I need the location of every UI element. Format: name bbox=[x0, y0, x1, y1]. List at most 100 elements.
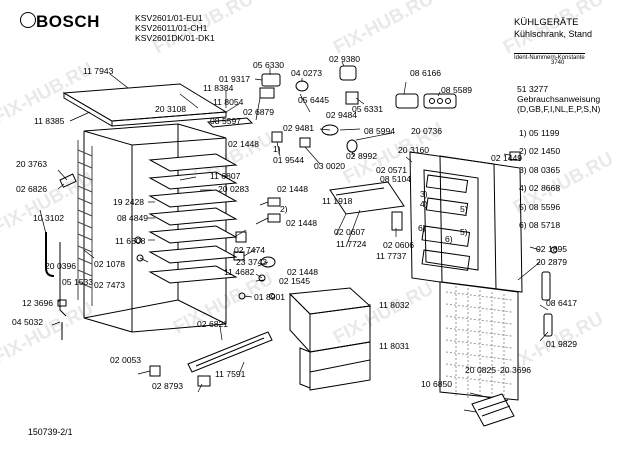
part-label: 02 9380 bbox=[329, 54, 361, 64]
part-label: 02 1448 bbox=[228, 139, 260, 149]
footer-code: 150739-2/1 bbox=[28, 427, 73, 437]
part-label: 11 7737 bbox=[376, 251, 407, 261]
callout-marker: 5) bbox=[460, 204, 468, 214]
legend-item: 2) 02 1450 bbox=[519, 146, 561, 157]
part-label: 11 1918 bbox=[322, 196, 353, 206]
part-label: 01 9544 bbox=[273, 155, 305, 165]
ice-cube-tray bbox=[471, 393, 515, 427]
manual-title: Gebrauchsanweisung bbox=[517, 93, 601, 104]
part-label: 08 6166 bbox=[410, 68, 442, 78]
part-label: 23 3743 bbox=[236, 257, 268, 267]
drain-hose bbox=[45, 232, 55, 277]
model-2: KSV26011/01-CH1 bbox=[135, 22, 208, 33]
part-label: 08 6417 bbox=[546, 298, 578, 308]
part-label: 11 8031 bbox=[379, 341, 410, 351]
part-label: 20 3696 bbox=[500, 365, 532, 375]
part-label: 02 7474 bbox=[234, 245, 266, 255]
callout-marker: 5) bbox=[460, 227, 468, 237]
part-label: 10 3102 bbox=[33, 213, 65, 223]
part-label: 02 0053 bbox=[110, 355, 142, 365]
part-label: 02 1448 bbox=[287, 267, 319, 277]
category-title: KÜHLGERÄTE bbox=[514, 17, 579, 28]
callout-marker: 4) bbox=[420, 199, 428, 209]
part-label: 11 8384 bbox=[203, 83, 234, 93]
manual-languages: (D,GB,F,I,NL,E,P,S,N) bbox=[517, 103, 601, 114]
part-label: 12 3696 bbox=[22, 298, 54, 308]
part-label: 11 8032 bbox=[379, 300, 410, 310]
kickplate bbox=[149, 331, 273, 387]
part-label: 02 6879 bbox=[243, 107, 275, 117]
legend-item: 5) 08 5596 bbox=[519, 201, 561, 212]
part-label: 01 9317 bbox=[219, 74, 251, 84]
part-label: 20 0283 bbox=[218, 184, 250, 194]
part-label: 08 5589 bbox=[441, 85, 473, 95]
part-label: 02 8793 bbox=[152, 381, 184, 391]
part-label: 10 6850 bbox=[421, 379, 453, 389]
part-label: 02 6826 bbox=[16, 184, 48, 194]
part-label: 20 2879 bbox=[536, 257, 568, 267]
part-label: 20 0825 bbox=[465, 365, 497, 375]
part-label: 20 3160 bbox=[398, 145, 430, 155]
part-label: 11 7943 bbox=[83, 66, 114, 76]
legend-item: 6) 08 5718 bbox=[519, 220, 561, 231]
part-label: 11 4682 bbox=[224, 267, 255, 277]
part-label: 02 7473 bbox=[94, 280, 126, 290]
part-label: 01 8901 bbox=[254, 292, 286, 302]
ident-label: Ident-Nummern-Konstante bbox=[514, 53, 585, 61]
part-label: 08 5597 bbox=[210, 116, 242, 126]
category-subtitle: Kühlschrank, Stand bbox=[514, 28, 593, 39]
part-label: 05 1533 bbox=[62, 277, 94, 287]
part-label: 04 5032 bbox=[12, 317, 44, 327]
callout-marker: 2) bbox=[280, 204, 288, 214]
part-label: 19 2428 bbox=[113, 197, 145, 207]
part-label: 02 9481 bbox=[283, 123, 315, 133]
brand-mark-icon bbox=[20, 12, 36, 28]
freezer-drawers bbox=[288, 287, 372, 391]
part-label: 20 0396 bbox=[45, 261, 77, 271]
thermostat-knob bbox=[261, 73, 281, 87]
freezer-door bbox=[439, 281, 519, 401]
category-block: KÜHLGERÄTE Kühlschrank, Stand bbox=[514, 17, 593, 39]
legend-item: 3) 08 0365 bbox=[519, 164, 561, 175]
model-list: KSV2601/01-EU1 KSV26011/01-CH1 KSV2601DK… bbox=[135, 13, 215, 44]
part-label: 11 7591 bbox=[215, 369, 246, 379]
glass-shelves bbox=[148, 153, 238, 284]
part-label: 02 1895 bbox=[536, 244, 568, 254]
legend-item: 4) 02 8668 bbox=[519, 183, 561, 194]
callout-marker: 6) bbox=[445, 234, 453, 244]
manual-block: 51 3277 Gebrauchsanweisung (D,GB,F,I,NL,… bbox=[517, 84, 601, 115]
top-cover-plate bbox=[62, 83, 228, 122]
brand-logo: BOSCH bbox=[36, 12, 100, 31]
glass-plate bbox=[329, 181, 405, 215]
ident-value: 3740 bbox=[551, 60, 565, 66]
part-label: 08 5994 bbox=[364, 126, 396, 136]
part-label: 05 6331 bbox=[352, 104, 384, 114]
part-label: 11 6808 bbox=[115, 236, 146, 246]
part-label: 02 9484 bbox=[326, 110, 358, 120]
part-label: 05 6445 bbox=[298, 95, 330, 105]
part-label: 11 8385 bbox=[34, 116, 65, 126]
part-label: 02 6821 bbox=[197, 319, 229, 329]
part-label: 02 0607 bbox=[334, 227, 366, 237]
part-label: 02 1448 bbox=[277, 184, 309, 194]
part-label: 11 7724 bbox=[336, 239, 367, 249]
part-label: 02 1448 bbox=[286, 218, 318, 228]
part-label: 08 5104 bbox=[380, 174, 412, 184]
thermostat-bar bbox=[206, 117, 254, 128]
callout-marker: 6) bbox=[418, 223, 426, 233]
part-label: 20 3108 bbox=[155, 104, 187, 114]
legend-item: 1) 05 1199 bbox=[519, 128, 560, 138]
part-label: 11 6807 bbox=[210, 171, 241, 181]
part-label: 02 0571 bbox=[376, 165, 408, 175]
part-label: 02 1449 bbox=[491, 153, 523, 163]
callout-marker: 1) bbox=[273, 144, 281, 154]
part-label: 20 0736 bbox=[411, 126, 443, 136]
legend: 1) 05 1199 2) 02 1450 3) 08 0365 4) 02 8… bbox=[519, 124, 560, 235]
part-label: 02 0606 bbox=[383, 240, 415, 250]
model-1: KSV2601/01-EU1 bbox=[135, 13, 203, 23]
model-3: KSV2601DK/01-DK1 bbox=[135, 32, 215, 43]
part-label: 02 1545 bbox=[279, 276, 311, 286]
part-label: 05 6330 bbox=[253, 60, 285, 70]
